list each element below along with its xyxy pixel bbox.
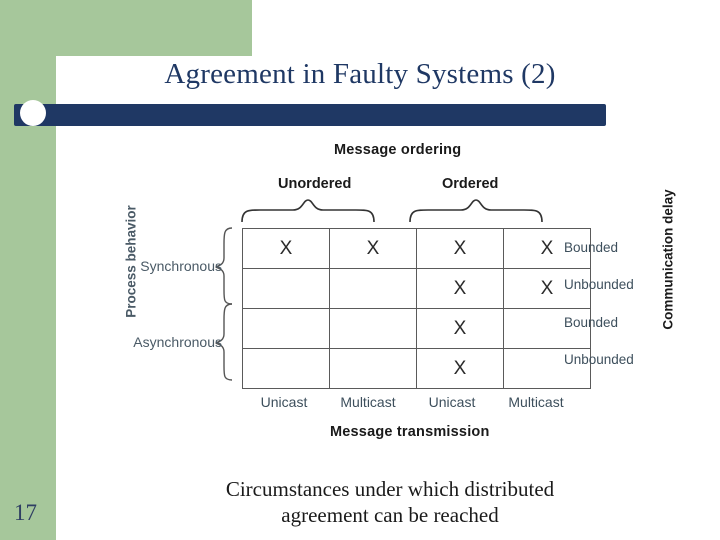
column-group-ordered: Ordered [442,176,499,192]
matrix-cell [503,348,591,389]
communication-delay-axis-label: Communication delay [660,189,676,330]
matrix-cell [242,348,330,389]
left-green-band [0,0,56,540]
navy-accent-bar [14,104,606,126]
matrix-cell [329,308,417,349]
row-label-synchronous: Synchronous [140,258,222,274]
column-label-multicast-1: Multicast [340,394,396,410]
column-label-unicast-1: Unicast [260,394,308,410]
matrix-cell [503,308,591,349]
side-label-unbounded-2: Unbounded [564,352,634,367]
message-ordering-label: Message ordering [334,142,462,158]
agreement-matrix-table: X X X X X X X X [242,228,591,389]
caption-line-1: Circumstances under which distributed [225,477,555,501]
table-row: X [242,348,591,389]
matrix-cell [242,268,330,309]
side-label-bounded-2: Bounded [564,315,619,330]
matrix-cell: X [416,228,504,269]
matrix-cell: X [503,268,591,309]
matrix-cell: X [242,228,330,269]
slide-caption: Circumstances under which distributed ag… [110,476,670,529]
caption-line-2: agreement can be reached [281,503,499,528]
table-row: X [242,308,591,349]
message-transmission-label: Message transmission [330,424,490,440]
table-row: X X X X [242,228,591,269]
matrix-cell: X [416,348,504,389]
agreement-matrix-figure: Message ordering Unordered Ordered Proce… [90,136,690,456]
page-title: Agreement in Faulty Systems (2) [164,58,556,90]
matrix-cell: X [329,228,417,269]
column-group-unordered: Unordered [278,176,352,192]
navy-bar-cap [20,100,46,126]
matrix-cell [242,308,330,349]
side-label-unbounded-1: Unbounded [564,277,634,292]
matrix-cell [329,348,417,389]
side-label-bounded-1: Bounded [564,240,619,255]
matrix-cell: X [503,228,591,269]
column-label-multicast-2: Multicast [508,394,564,410]
table-row: X X [242,268,591,309]
matrix-cell: X [416,308,504,349]
row-label-asynchronous: Asynchronous [133,334,222,350]
column-label-unicast-2: Unicast [428,394,476,410]
page-number: 17 [14,500,37,525]
matrix-cell [329,268,417,309]
top-green-block [56,0,252,56]
matrix-cell: X [416,268,504,309]
